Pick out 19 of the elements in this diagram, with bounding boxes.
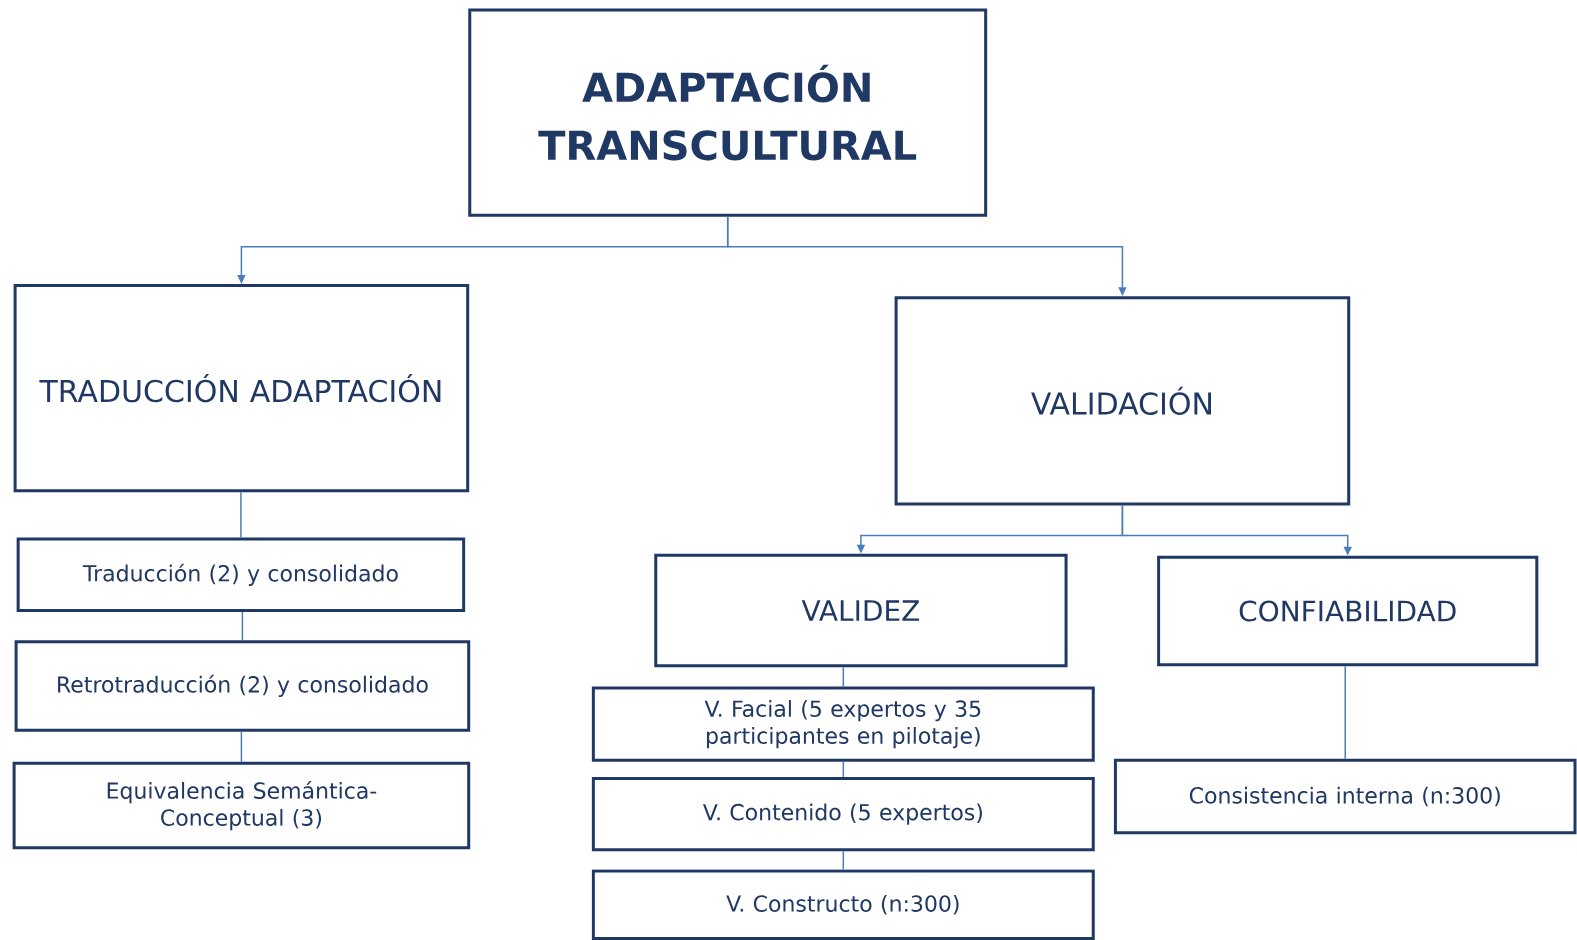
- step-box: Traducción (2) y consolidado: [16, 537, 466, 612]
- connector: [842, 761, 845, 778]
- title-box: ADAPTACIÓN TRANSCULTURAL: [468, 8, 988, 217]
- connector: [1344, 665, 1346, 760]
- connector: [241, 611, 244, 641]
- connector: [842, 850, 845, 871]
- step-box: V. Contenido (5 expertos): [591, 776, 1095, 852]
- process-box: VALIDEZ: [654, 553, 1068, 668]
- connector: [240, 491, 242, 539]
- process-box: CONFIABILIDAD: [1157, 555, 1539, 667]
- process-box: TRADUCCIÓN ADAPTACIÓN: [13, 284, 470, 493]
- step-box: Consistencia interna (n:300): [1113, 758, 1577, 835]
- step-box: V. Constructo (n:300): [591, 869, 1095, 940]
- step-box: Retrotraducción (2) y consolidado: [14, 640, 471, 732]
- connector: [842, 666, 845, 688]
- connector: [240, 730, 243, 763]
- step-box: Equivalencia Semántica-Conceptual (3): [12, 761, 471, 850]
- step-box: V. Facial (5 expertos y 35 participantes en pilotaje): [591, 686, 1095, 762]
- process-box: VALIDACIÓN: [894, 296, 1351, 506]
